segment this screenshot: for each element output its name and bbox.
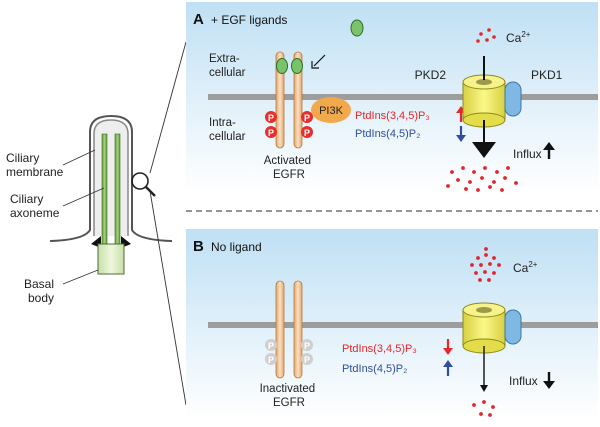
pkd2-channel-b <box>462 302 506 354</box>
pi3k-blob <box>311 97 351 123</box>
free-egf-ligand <box>350 19 364 37</box>
panel-b-title: No ligand <box>211 240 262 254</box>
ligand-binding-arrow <box>313 54 326 67</box>
influx-label-a: Influx <box>513 147 542 161</box>
inactivated-egfr-label: Inactivated EGFR <box>260 383 319 409</box>
panel-a-letter: A <box>193 11 204 28</box>
pkd2-label-a: PKD2 <box>415 68 447 82</box>
basal-body <box>97 243 125 275</box>
influx-down-arrow-a <box>472 142 496 158</box>
calcium-dots-bottom-a <box>446 166 518 192</box>
calcium-label-b: Ca2+ <box>513 260 538 275</box>
phosphate-markers-inactive: P P P P <box>265 339 313 365</box>
calcium-dots-top-a <box>476 28 496 43</box>
bound-ligand-left <box>276 58 288 74</box>
intracellular-label: Intra- cellular <box>209 117 246 143</box>
egfr-rod-left-a <box>275 51 285 149</box>
cilium-illustration: Ciliary membrane Ciliary axoneme Basal b… <box>6 41 187 406</box>
bound-ligand-right <box>291 58 303 74</box>
svg-text:P: P <box>268 128 274 138</box>
pkd1-label-a: PKD1 <box>531 68 563 82</box>
pip2-up-arrow <box>443 360 453 376</box>
pip2-label-a: PtdIns(4,5)P₂ <box>355 128 420 140</box>
svg-text:P: P <box>304 128 310 138</box>
calcium-label-a: Ca2+ <box>506 30 531 45</box>
panel-b-letter: B <box>193 238 204 255</box>
axoneme-rod-left <box>101 133 108 245</box>
svg-text:P: P <box>268 355 274 365</box>
pkd2-channel-a <box>462 74 506 128</box>
pip2-down-arrow <box>456 126 466 142</box>
panel-b: B No ligand P P P P PtdIns(3,4,5)P₃ PtdI… <box>186 229 598 419</box>
magnifier-icon <box>131 172 149 190</box>
pip3-down-arrow <box>443 339 453 355</box>
egfr-rod-right-b <box>293 280 303 379</box>
phosphate-markers-active: P P P P <box>265 111 313 138</box>
zoom-line-top <box>149 41 187 174</box>
svg-text:P: P <box>304 341 310 351</box>
influx-down-arrow-b <box>480 385 488 392</box>
svg-text:P: P <box>304 113 310 123</box>
pkd1-protein-b <box>504 309 522 345</box>
membrane-a <box>208 94 598 100</box>
panel-a-ligand-title: + EGF ligands <box>211 13 287 27</box>
ciliary-membrane-label: Ciliary membrane <box>6 151 64 179</box>
calcium-dots-bottom-b <box>472 400 495 417</box>
pip3-label-a: PtdIns(3,4,5)P₃ <box>355 110 430 122</box>
egfr-rod-left-b <box>275 280 285 379</box>
axoneme-rod-right <box>114 133 121 245</box>
influx-down-arrow-label-b <box>543 372 555 389</box>
influx-label-b: Influx <box>509 374 538 388</box>
calcium-dots-top-b <box>470 247 501 282</box>
ciliary-membrane-outline <box>49 114 173 242</box>
svg-text:P: P <box>304 355 310 365</box>
cilium-body <box>93 119 129 236</box>
membrane-b <box>208 322 598 328</box>
pkd1-protein-a <box>504 81 522 117</box>
extracellular-label: Extra- cellular <box>209 53 246 79</box>
svg-text:P: P <box>268 341 274 351</box>
svg-text:P: P <box>268 113 274 123</box>
pi3k-label: PI3K <box>319 105 344 117</box>
basal-body-label: Basal body <box>24 277 57 305</box>
panel-a: A + EGF ligands Extra- cellular Intra- c… <box>186 2 598 192</box>
pip3-label-b: PtdIns(3,4,5)P₃ <box>342 343 417 355</box>
egfr-rod-right-a <box>293 51 303 149</box>
ciliary-axoneme-label: Ciliary axoneme <box>10 192 60 220</box>
zoom-line-bottom <box>149 190 187 406</box>
activated-egfr-label: Activated EGFR <box>264 155 315 181</box>
influx-up-arrow-a <box>543 142 555 159</box>
pip2-label-b: PtdIns(4,5)P₂ <box>342 363 407 375</box>
